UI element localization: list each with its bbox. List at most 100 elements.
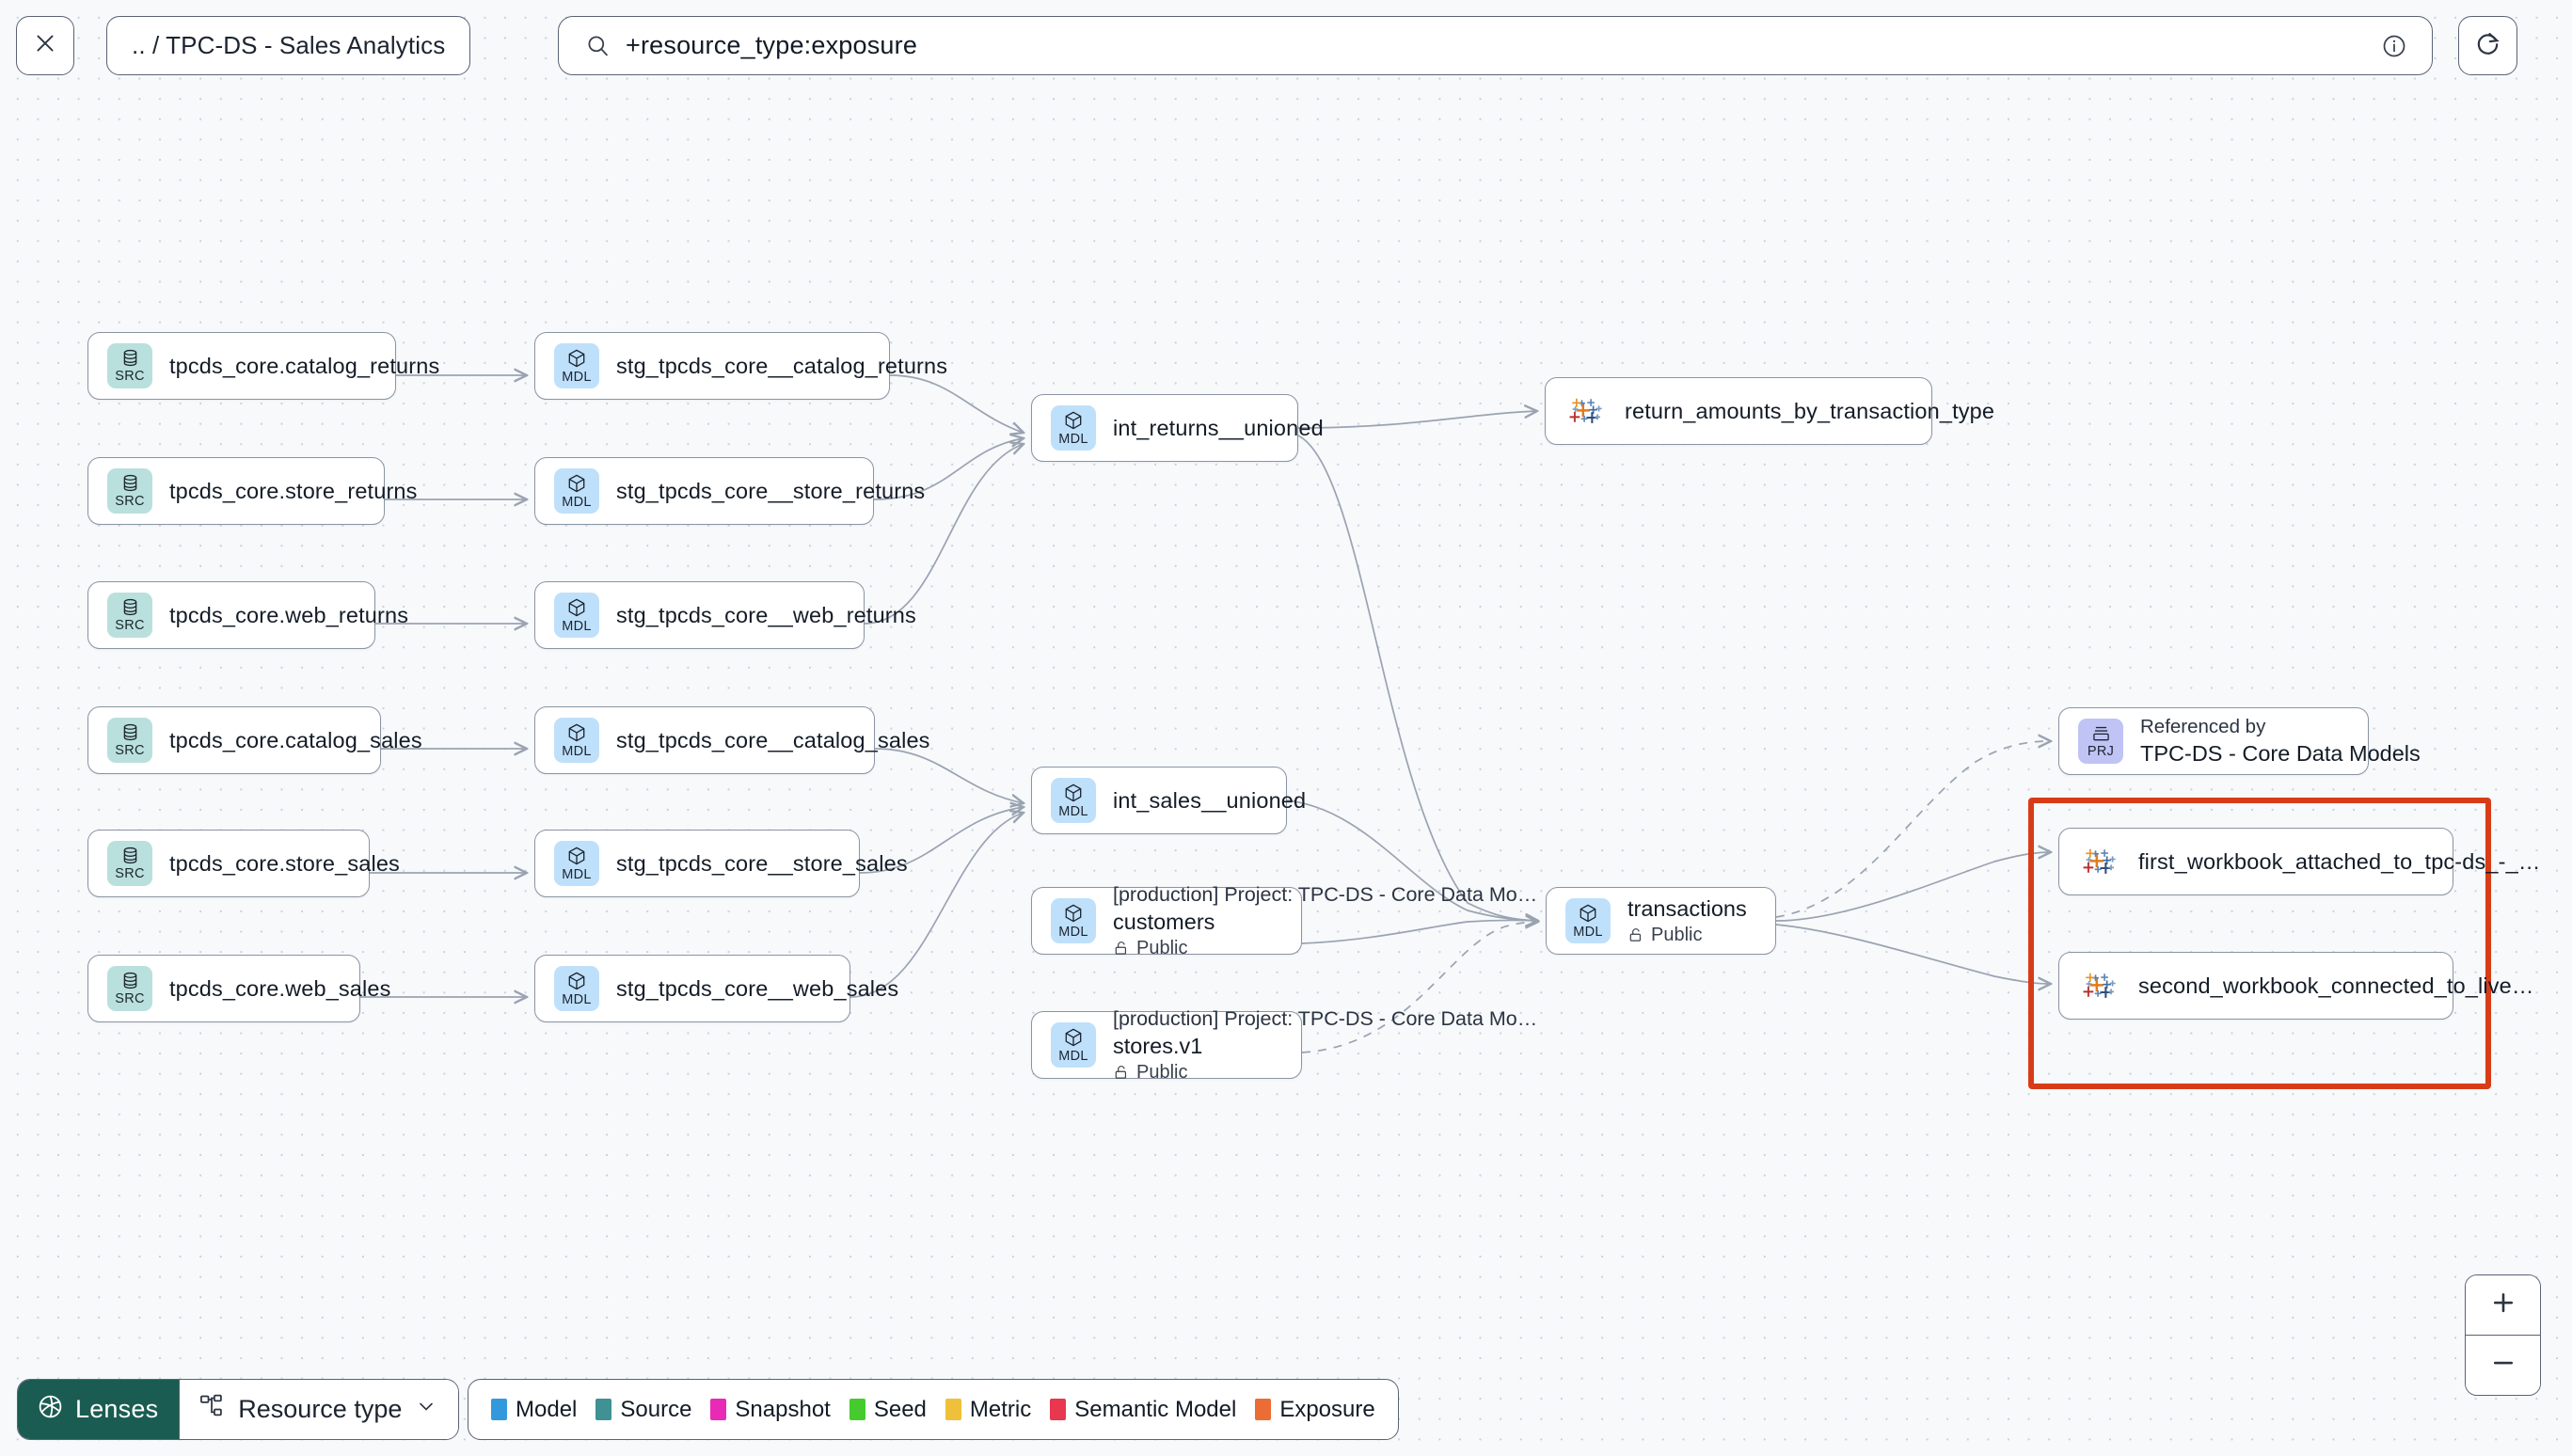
badge-type-label: MDL — [562, 991, 592, 1007]
node-label: return_amounts_by_transaction_type — [1625, 398, 1995, 423]
node-mdl-stg-store-returns[interactable]: MDL stg_tpcds_core__store_returns — [534, 457, 925, 525]
badge-type-label: PRJ — [2087, 744, 2115, 760]
project-badge-icon: PRJ — [2078, 719, 2123, 764]
node-visibility: Public — [1113, 938, 1537, 959]
legend-label: Metric — [969, 1396, 1032, 1422]
legend-item-snapshot[interactable]: Snapshot — [710, 1396, 831, 1423]
badge-type-label: MDL — [1573, 924, 1603, 940]
legend-item-model[interactable]: Model — [491, 1397, 577, 1423]
model-badge-icon: MDL — [1051, 405, 1096, 451]
node-label: tpcds_core.catalog_returns — [169, 353, 440, 378]
info-icon[interactable] — [2381, 33, 2407, 59]
legend-swatch — [945, 1399, 961, 1420]
model-badge-icon: MDL — [554, 966, 599, 1011]
legend-swatch — [849, 1399, 865, 1420]
node-exp-return-amounts[interactable]: return_amounts_by_transaction_type — [1545, 377, 1994, 445]
node-mdl-stores-v1[interactable]: MDL [production] Project: TPC-DS - Core … — [1031, 1007, 1537, 1083]
node-mdl-stg-web-sales[interactable]: MDL stg_tpcds_core__web_sales — [534, 955, 898, 1022]
legend-label: Snapshot — [735, 1396, 831, 1422]
legend-item-seed[interactable]: Seed — [849, 1397, 927, 1423]
node-label: stg_tpcds_core__store_returns — [616, 478, 926, 503]
legend-swatch — [1255, 1399, 1272, 1420]
node-prj-referenced-by[interactable]: PRJ Referenced by TPC-DS - Core Data Mod… — [2058, 707, 2421, 775]
node-label: transactions — [1627, 895, 1747, 921]
lock-open-icon — [1113, 1064, 1130, 1081]
resource-type-legend: Model Source Snapshot Seed Metric Semantic Mo… — [468, 1379, 1399, 1440]
node-label: stg_tpcds_core__catalog_sales — [616, 727, 930, 752]
node-text-block: [production] Project: TPC-DS - Core Data… — [1113, 883, 1537, 959]
lenses-button[interactable]: Lenses — [18, 1380, 180, 1439]
chevron-down-icon — [415, 1395, 437, 1424]
breadcrumb-label: .. / TPC-DS - Sales Analytics — [132, 31, 446, 59]
legend-item-metric[interactable]: Metric — [945, 1397, 1031, 1423]
lock-open-icon — [1113, 940, 1130, 957]
badge-type-label: MDL — [562, 494, 592, 510]
node-exp-second-workbook[interactable]: second_workbook_connected_to_live… — [2058, 952, 2533, 1020]
node-visibility-label: Public — [1136, 937, 1188, 958]
legend-label: Model — [516, 1396, 578, 1422]
badge-type-label: MDL — [1058, 924, 1088, 940]
search-input[interactable]: +resource_type:exposure — [558, 16, 2433, 75]
legend-swatch — [491, 1399, 507, 1420]
node-label: tpcds_core.catalog_sales — [169, 727, 422, 752]
resource-type-label: Resource type — [238, 1395, 403, 1423]
node-src-catalog-sales[interactable]: SRC tpcds_core.catalog_sales — [87, 706, 422, 774]
model-badge-icon: MDL — [1051, 778, 1096, 823]
model-badge-icon: MDL — [554, 343, 599, 388]
model-badge-icon: MDL — [554, 593, 599, 638]
node-visibility-label: Public — [1651, 924, 1703, 945]
node-mdl-customers[interactable]: MDL [production] Project: TPC-DS - Core … — [1031, 883, 1537, 958]
node-label: second_workbook_connected_to_live… — [2138, 973, 2534, 998]
node-label: stg_tpcds_core__store_sales — [616, 850, 908, 876]
close-button[interactable] — [16, 16, 74, 75]
legend-item-exposure[interactable]: Exposure — [1255, 1397, 1375, 1423]
node-text-block: [production] Project: TPC-DS - Core Data… — [1113, 1007, 1537, 1084]
lock-open-icon — [1627, 926, 1644, 943]
node-exp-first-workbook[interactable]: first_workbook_attached_to_tpc-ds_-_… — [2058, 828, 2540, 895]
source-badge-icon: SRC — [107, 841, 152, 886]
legend-label: Semantic Model — [1074, 1396, 1237, 1422]
refresh-button[interactable] — [2458, 16, 2517, 75]
refresh-icon — [2474, 30, 2501, 62]
node-mdl-stg-catalog-sales[interactable]: MDL stg_tpcds_core__catalog_sales — [534, 706, 929, 774]
badge-type-label: MDL — [562, 743, 592, 759]
search-icon — [585, 33, 611, 58]
resource-type-dropdown[interactable]: Resource type — [179, 1380, 459, 1439]
badge-type-label: MDL — [1058, 431, 1088, 447]
badge-type-label: MDL — [1058, 1048, 1088, 1064]
source-badge-icon: SRC — [107, 718, 152, 763]
legend-item-semantic-model[interactable]: Semantic Model — [1050, 1397, 1236, 1423]
search-query-value[interactable]: +resource_type:exposure — [626, 31, 918, 59]
legend-label: Source — [620, 1396, 692, 1422]
zoom-in-button[interactable] — [2466, 1275, 2540, 1336]
node-label: stg_tpcds_core__web_sales — [616, 975, 899, 1001]
badge-type-label: SRC — [115, 991, 145, 1007]
tableau-exposure-icon — [2078, 964, 2121, 1007]
lens-controls: Lenses Resource type — [17, 1379, 460, 1440]
breadcrumb[interactable]: .. / TPC-DS - Sales Analytics — [106, 16, 471, 75]
badge-type-label: SRC — [115, 618, 145, 634]
node-text-block: Referenced by TPC-DS - Core Data Models — [2140, 716, 2421, 767]
bottom-toolbar: Lenses Resource type — [0, 1343, 2572, 1456]
model-badge-icon: MDL — [554, 841, 599, 886]
node-visibility: Public — [1113, 1062, 1537, 1084]
hierarchy-icon — [198, 1393, 225, 1426]
node-visibility-label: Public — [1136, 1061, 1188, 1083]
source-badge-icon: SRC — [107, 468, 152, 514]
badge-type-label: MDL — [562, 369, 592, 385]
node-mdl-transactions[interactable]: MDL transactions Public — [1546, 887, 1776, 955]
legend-item-source[interactable]: Source — [595, 1397, 691, 1423]
node-mdl-stg-store-sales[interactable]: MDL stg_tpcds_core__store_sales — [534, 830, 908, 897]
node-label: TPC-DS - Core Data Models — [2140, 741, 2421, 766]
zoom-out-button[interactable] — [2466, 1335, 2540, 1395]
